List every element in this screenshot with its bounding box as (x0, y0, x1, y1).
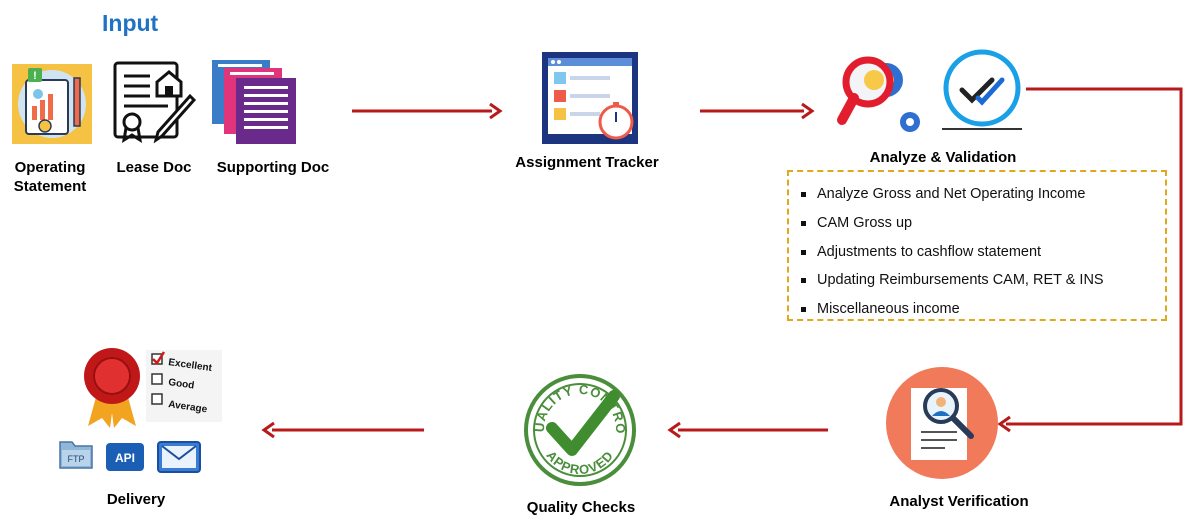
svg-text:!: ! (33, 70, 37, 82)
rating-average-text: Average (168, 399, 209, 415)
analysis-tasks-list: Analyze Gross and Net Operating Income C… (789, 172, 1165, 324)
lease-doc-icon (113, 61, 197, 144)
flow-arrow-3 (997, 87, 1183, 433)
analysis-task-item: Analyze Gross and Net Operating Income (799, 180, 1165, 209)
operating-statement-icon: ! (12, 64, 92, 144)
api-icon: API (106, 443, 144, 471)
input-title: Input (102, 10, 159, 36)
supporting-doc-icon (212, 60, 296, 144)
flow-arrow-5 (261, 421, 424, 439)
analysis-task-item: CAM Gross up (799, 209, 1165, 238)
analysis-tasks-box: Analyze Gross and Net Operating Income C… (787, 170, 1167, 321)
rating-good-text: Good (168, 377, 195, 392)
quality-approved-stamp-icon: QUALITY CONTROL APPROVED (516, 358, 636, 486)
assignment-tracker-icon (542, 52, 638, 144)
award-ribbon-icon (84, 348, 140, 428)
flow-arrow-2 (700, 102, 815, 120)
analyst-verification-icon (886, 367, 998, 479)
ftp-text: FTP (68, 454, 85, 464)
analysis-task-item: Adjustments to cashflow statement (799, 238, 1165, 267)
double-check-icon (942, 49, 1022, 130)
assignment-tracker-label: Assignment Tracker (515, 154, 659, 171)
flow-arrow-4 (667, 421, 828, 439)
quality-checks-label: Quality Checks (526, 499, 636, 516)
magnifier-gear-icon (837, 56, 920, 132)
analysis-task-item: Miscellaneous income (799, 295, 1165, 324)
rating-checklist-icon: Excellent Good Average (146, 350, 222, 422)
email-envelope-icon (157, 441, 201, 473)
api-text: API (115, 451, 135, 465)
supporting-doc-label: Supporting Doc (216, 159, 330, 176)
analyst-verification-label: Analyst Verification (889, 493, 1029, 510)
analyze-validation-label: Analyze & Validation (869, 149, 1017, 166)
analysis-task-item: Updating Reimbursements CAM, RET & INS (799, 266, 1165, 295)
ftp-folder-icon: FTP (59, 441, 93, 469)
lease-doc-label: Lease Doc (116, 159, 192, 176)
delivery-label: Delivery (106, 491, 166, 508)
flow-arrow-1 (352, 102, 503, 120)
operating-statement-label: Operating Statement (13, 159, 87, 195)
